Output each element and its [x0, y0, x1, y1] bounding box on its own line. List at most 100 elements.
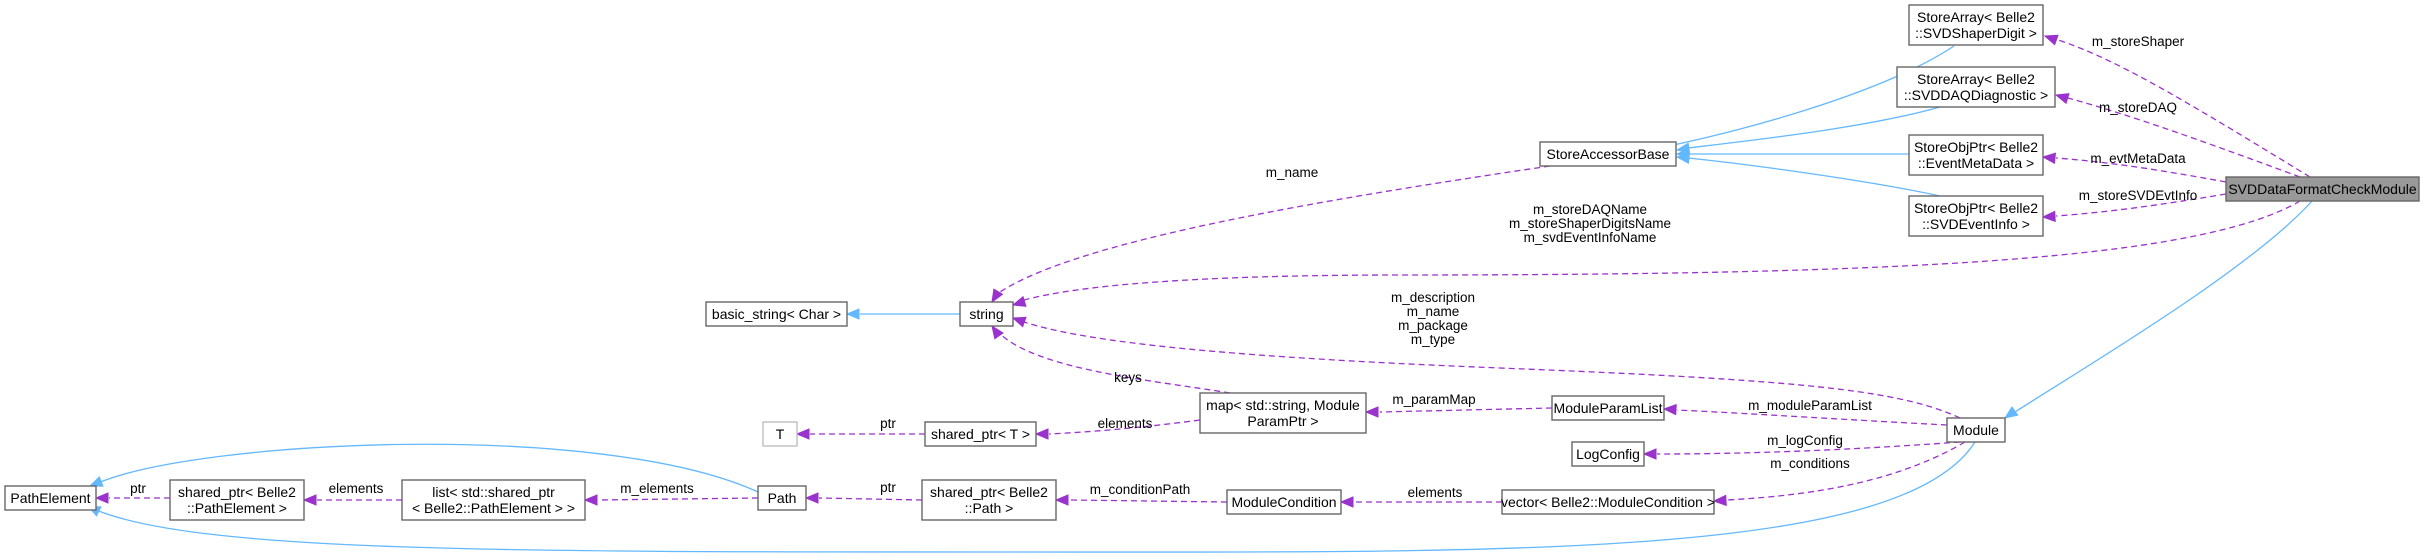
edge-daq-to-base: [1675, 106, 1941, 154]
edge-string-to-basic: [845, 308, 960, 320]
node-path-element-box: [4, 485, 97, 511]
edge-ptr-t-usage: [795, 428, 925, 440]
node-vec-cond[interactable]: vector< Belle2::ModuleCondition >: [1501, 489, 1715, 515]
node-shared-t[interactable]: shared_ptr< T >: [924, 421, 1037, 447]
edge-elements-list-usage-arrowhead: [302, 494, 317, 506]
node-sop-evt-label: ::EventMetaData >: [1918, 155, 2034, 171]
edge-label-log-config: m_logConfig: [1767, 433, 1843, 448]
node-t-label: T: [776, 426, 785, 442]
node-svd-check-box: [2225, 176, 2420, 202]
node-string-box: [959, 301, 1014, 327]
edge-moduleparamlist-usage-line: [1676, 409, 1948, 426]
edge-label-ptr-path: ptr: [880, 480, 896, 495]
node-sa-daq-box: [1896, 66, 2056, 108]
edge-shaper-to-base-line: [1663, 45, 1955, 148]
node-sp-pathel[interactable]: shared_ptr< Belle2::PathElement >: [169, 479, 305, 521]
edge-elements-list-usage: [302, 494, 402, 506]
edge-label-keys: keys: [1114, 370, 1142, 385]
node-map-box: [1199, 392, 1367, 434]
edge-module-strings-usage-arrowhead: [1011, 316, 1027, 328]
node-sop-svd-label: ::SVDEventInfo >: [1922, 216, 2030, 232]
edge-label-m-name: m_name: [1266, 165, 1319, 180]
edge-elements-map-usage-arrowhead: [1034, 428, 1049, 440]
node-param-list[interactable]: ModuleParamList: [1551, 395, 1665, 421]
node-path-label: Path: [768, 490, 797, 506]
edge-conditions-usage-line: [1726, 441, 1966, 501]
node-store-base[interactable]: StoreAccessorBase: [1539, 141, 1677, 167]
edge-mname-usage-arrowhead: [991, 288, 1004, 304]
edge-label-elements-cond: elements: [1408, 485, 1463, 500]
node-list[interactable]: list< std::shared_ptr< Belle2::PathEleme…: [401, 479, 586, 521]
node-list-box: [401, 479, 586, 521]
edge-keys-usage: [991, 324, 1231, 394]
edge-daq-to-base-line: [1687, 106, 1941, 149]
node-sa-daq[interactable]: StoreArray< Belle2::SVDDAQDiagnostic >: [1896, 66, 2056, 108]
edge-keys-usage-line: [999, 333, 1231, 394]
edge-label-module-strings: m_description: [1391, 290, 1475, 305]
node-string[interactable]: string: [959, 301, 1014, 327]
edge-label-ptr-pathel: ptr: [130, 481, 146, 496]
node-sop-svd-label: StoreObjPtr< Belle2: [1914, 200, 2038, 216]
node-module-label: Module: [1953, 422, 1999, 438]
node-sop-svd[interactable]: StoreObjPtr< Belle2::SVDEventInfo >: [1908, 195, 2044, 237]
edge-label-ptr-t: ptr: [880, 416, 896, 431]
node-mod-cond[interactable]: ModuleCondition: [1226, 489, 1342, 515]
edge-conditionpath-usage: [1054, 494, 1228, 506]
node-sa-shaper-label: ::SVDShaperDigit >: [1915, 25, 2037, 41]
node-log-config-label: LogConfig: [1576, 446, 1640, 462]
node-mod-cond-box: [1226, 489, 1342, 515]
node-sop-evt[interactable]: StoreObjPtr< Belle2::EventMetaData >: [1908, 134, 2044, 176]
edge-label-m-elements: m_elements: [620, 481, 694, 496]
node-path-element[interactable]: PathElement: [4, 485, 97, 511]
edge-daq-usage-arrowhead: [2054, 93, 2070, 105]
edge-mname-usage-line: [999, 165, 1551, 293]
node-module[interactable]: Module: [1946, 417, 2006, 443]
edge-parammap-usage-line: [1379, 407, 1553, 413]
edge-module-strings-usage: [1011, 316, 1961, 419]
node-svd-check-label: SVDDataFormatCheckModule: [2228, 181, 2417, 197]
node-basic-string[interactable]: basic_string< Char >: [705, 301, 848, 327]
edge-string-to-basic-arrowhead: [845, 308, 860, 320]
edge-label-store-daq: m_storeDAQ: [2099, 100, 2177, 115]
edge-daq-usage: [2054, 93, 2301, 178]
edge-names-usage: [1011, 200, 2301, 307]
edge-ptr-pathel-usage-arrowhead: [94, 492, 109, 504]
edge-moduleparamlist-usage-arrowhead: [1662, 403, 1677, 416]
edge-shaper-usage: [2043, 34, 2311, 178]
edge-ptr-path-usage-arrowhead: [804, 492, 819, 504]
node-t-box: [762, 421, 798, 447]
edge-conditions-usage-arrowhead: [1712, 494, 1727, 507]
edge-elements-map-usage-line: [1048, 419, 1201, 435]
edge-evt-usage: [2041, 152, 2227, 183]
edge-label-names: m_storeDAQName: [1533, 202, 1647, 217]
edge-label-module-strings: m_name: [1407, 304, 1460, 319]
node-sp-path[interactable]: shared_ptr< Belle2::Path >: [921, 479, 1057, 521]
node-sp-path-box: [921, 479, 1057, 521]
edge-parammap-usage: [1364, 406, 1553, 418]
node-log-config-box: [1571, 441, 1645, 467]
node-module-box: [1946, 417, 2006, 443]
edge-check-to-module: [2003, 200, 2313, 419]
node-store-base-box: [1539, 141, 1677, 167]
node-svd-check[interactable]: SVDDataFormatCheckModule: [2225, 176, 2420, 202]
edge-ptr-path-usage: [804, 492, 923, 504]
node-path[interactable]: Path: [757, 485, 807, 511]
node-param-list-label: ModuleParamList: [1554, 400, 1663, 416]
node-sa-daq-label: StoreArray< Belle2: [1917, 71, 2035, 87]
edge-logconfig-usage-arrowhead: [1642, 448, 1657, 460]
node-map-label: map< std::string, Module: [1206, 397, 1360, 413]
node-log-config[interactable]: LogConfig: [1571, 441, 1645, 467]
node-sa-daq-label: ::SVDDAQDiagnostic >: [1904, 87, 2048, 103]
edge-ptr-t-usage-arrowhead: [795, 428, 810, 440]
edge-label-param-map: m_paramMap: [1392, 392, 1475, 407]
edge-label-elements-map: elements: [1098, 416, 1153, 431]
edge-shaper-usage-line: [2057, 39, 2311, 178]
node-sa-shaper[interactable]: StoreArray< Belle2::SVDShaperDigit >: [1908, 4, 2044, 46]
edge-conditionpath-usage-arrowhead: [1054, 494, 1069, 506]
edge-evt-usage-line: [2055, 157, 2227, 183]
node-list-label: list< std::shared_ptr: [432, 484, 555, 500]
node-t[interactable]: T: [762, 421, 798, 447]
edge-elements-cond-usage: [1339, 496, 1502, 508]
edge-module-to-pathelement-line: [95, 441, 1976, 553]
